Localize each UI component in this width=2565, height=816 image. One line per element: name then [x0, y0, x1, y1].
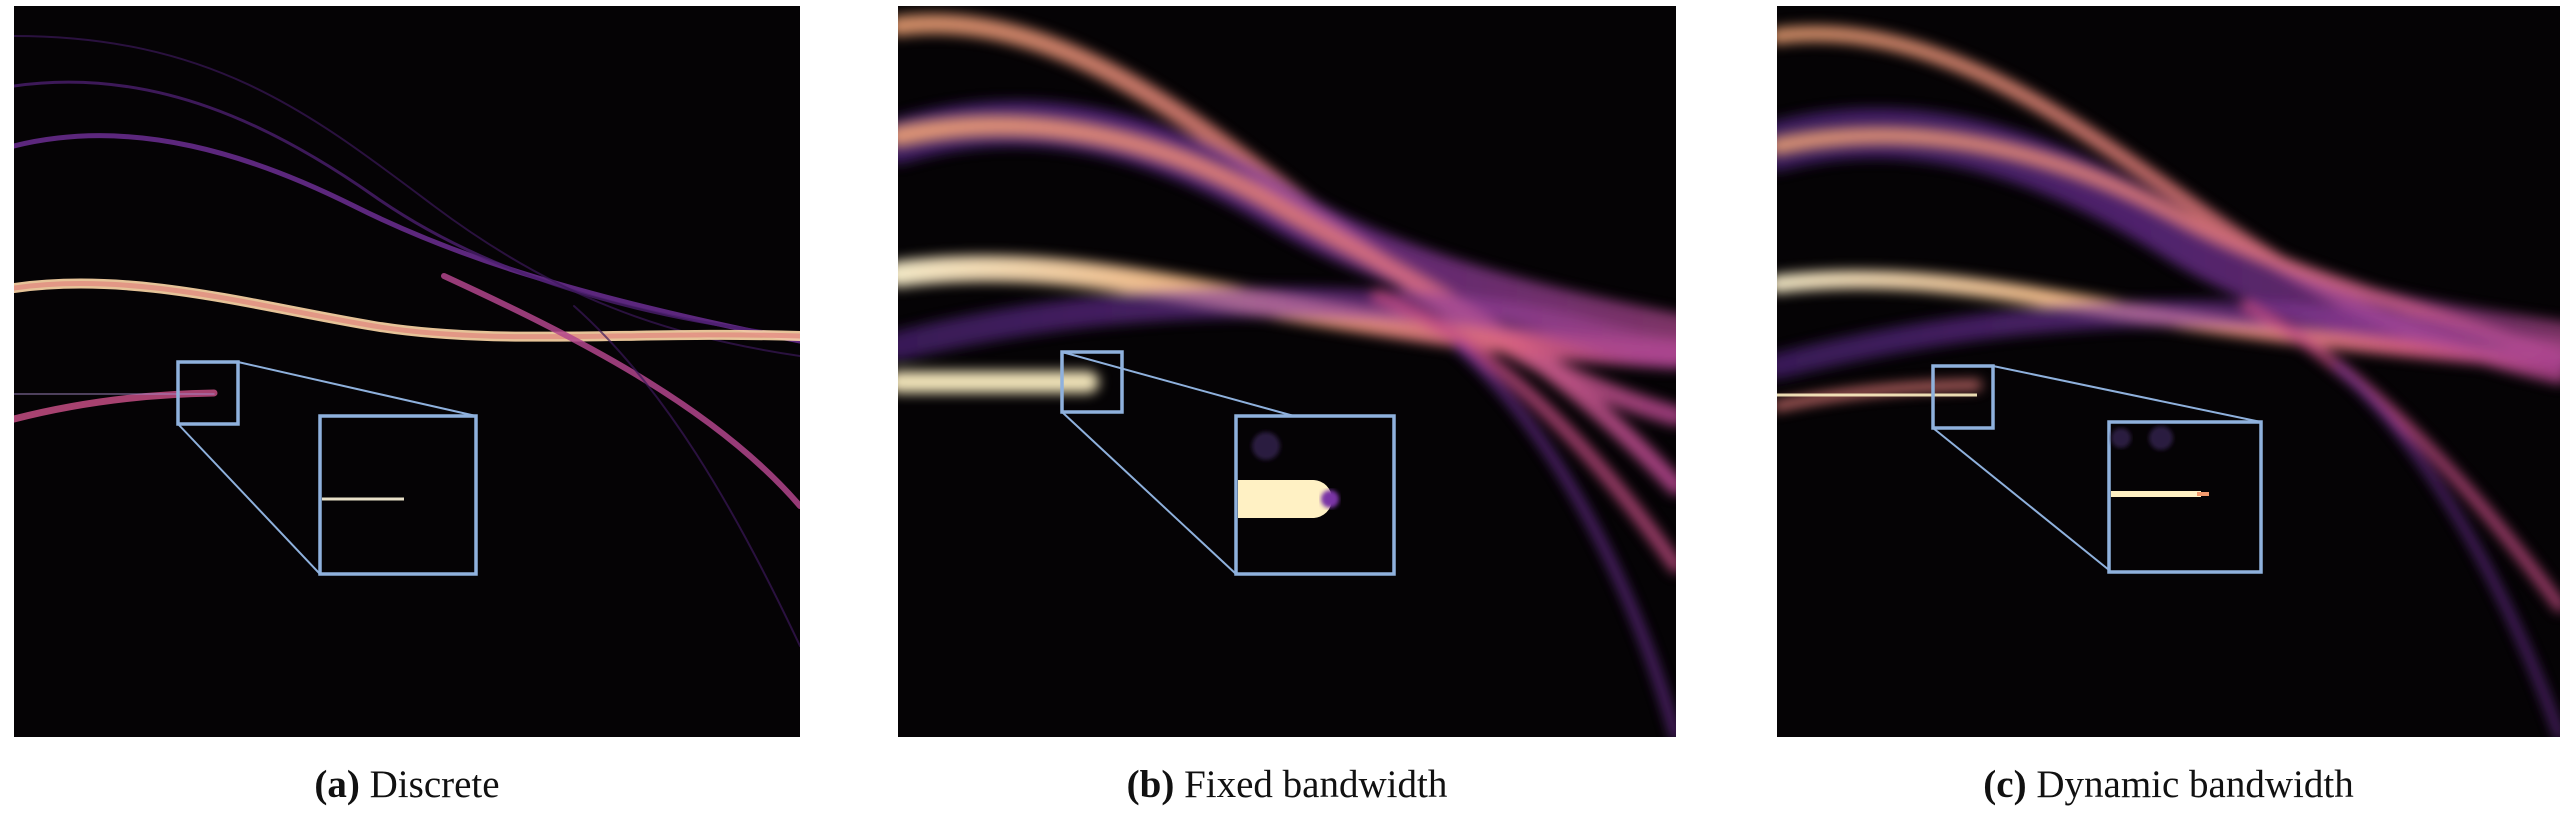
dynamic-bandwidth-render-image [1777, 6, 2560, 737]
caption-title: Fixed bandwidth [1184, 763, 1448, 806]
fixed-bandwidth-render-image [898, 6, 1676, 737]
caption-tag: (b) [1126, 763, 1175, 806]
caption-dynamic-bandwidth: (c) Dynamic bandwidth [1777, 762, 2560, 807]
zoom-inset [176, 360, 478, 576]
panel-fixed-bandwidth [898, 6, 1676, 737]
caption-discrete: (a) Discrete [14, 762, 800, 807]
discrete-render-image [14, 6, 800, 737]
caption-fixed-bandwidth: (b) Fixed bandwidth [898, 762, 1676, 807]
panel-dynamic-bandwidth [1777, 6, 2560, 737]
caption-title: Dynamic bandwidth [2036, 763, 2354, 806]
panel-discrete [14, 6, 800, 737]
caption-tag: (c) [1983, 763, 2027, 806]
zoom-inset [1931, 364, 2263, 574]
caption-tag: (a) [314, 763, 360, 806]
zoom-inset [1060, 350, 1396, 576]
caption-title: Discrete [369, 763, 500, 806]
